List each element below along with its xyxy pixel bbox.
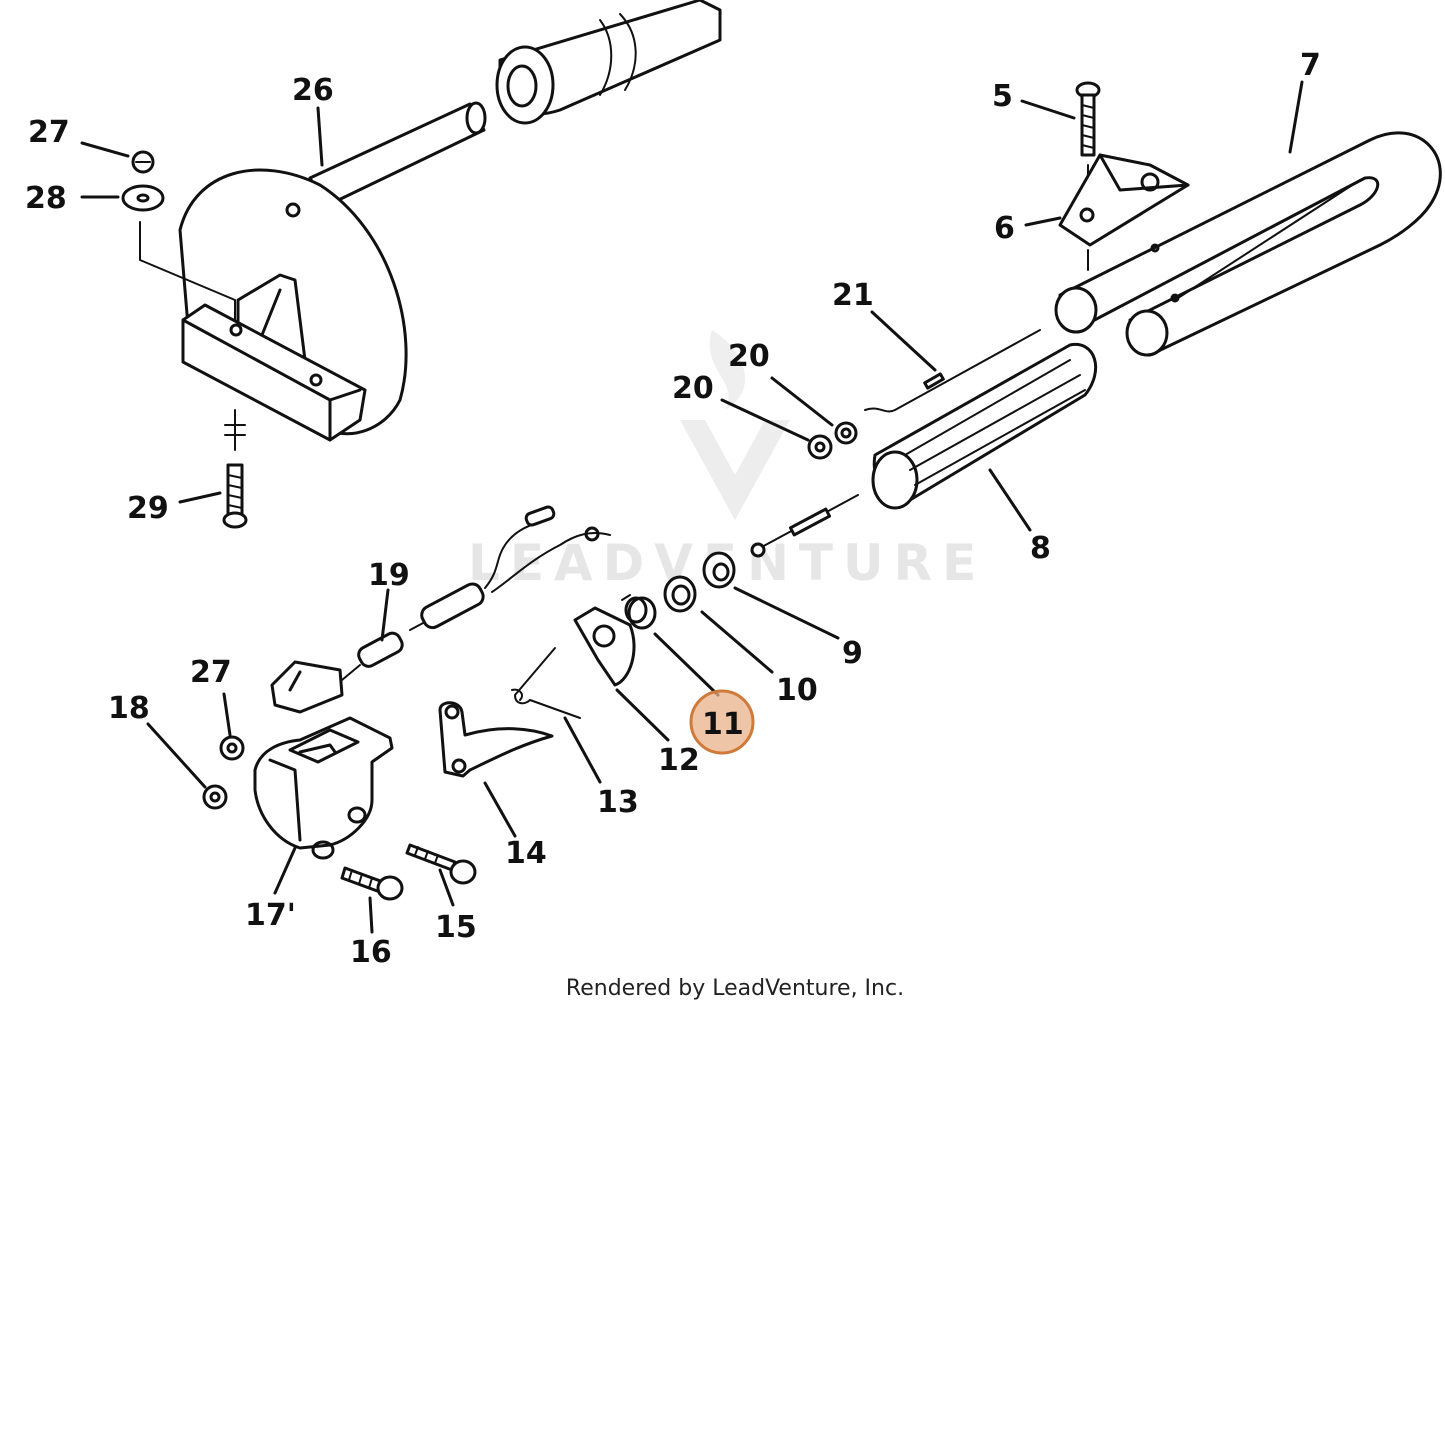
bracket-6 — [1058, 153, 1190, 271]
pin — [750, 494, 859, 558]
nut-18 — [202, 784, 228, 810]
disk-assembly — [139, 168, 408, 442]
part-labels: 26 27 28 29 5 6 7 21 20 20 8 9 10 11 12 … — [25, 48, 1321, 970]
handle-7 — [1054, 131, 1442, 357]
lever-12 — [573, 606, 636, 687]
nut-27-top — [131, 150, 155, 174]
washer-10 — [663, 575, 697, 613]
label-14[interactable]: 14 — [505, 836, 547, 871]
label-17[interactable]: 17' — [245, 898, 296, 933]
label-11[interactable]: 11 — [702, 707, 744, 742]
label-15[interactable]: 15 — [435, 910, 477, 945]
screw-16 — [340, 866, 404, 901]
spring-13 — [511, 647, 581, 719]
screw-15 — [405, 843, 477, 885]
leadventure-logo-icon — [680, 330, 790, 520]
label-7[interactable]: 7 — [1300, 48, 1321, 83]
spring-11 — [621, 594, 657, 630]
label-27-bottom[interactable]: 27 — [190, 655, 232, 690]
highlight-circle — [689, 689, 755, 755]
label-27-top[interactable]: 27 — [28, 115, 70, 150]
label-16[interactable]: 16 — [350, 935, 392, 970]
housing-17 — [253, 716, 394, 860]
label-20-lower[interactable]: 20 — [672, 371, 714, 406]
label-20-upper[interactable]: 20 — [728, 339, 770, 374]
screw-29 — [222, 409, 248, 529]
washer-28 — [121, 184, 165, 212]
credit-text: Rendered by LeadVenture, Inc. — [566, 976, 904, 1001]
washer-9 — [702, 551, 736, 589]
label-10[interactable]: 10 — [776, 673, 818, 708]
label-18[interactable]: 18 — [108, 691, 150, 726]
nut-20-b — [834, 421, 858, 445]
label-8[interactable]: 8 — [1030, 531, 1051, 566]
shaft-26 — [308, 101, 487, 208]
wire-harness-19 — [270, 505, 611, 714]
label-13[interactable]: 13 — [597, 785, 639, 820]
label-9[interactable]: 9 — [842, 636, 863, 671]
trigger-14 — [438, 701, 554, 778]
label-19[interactable]: 19 — [368, 558, 410, 593]
label-28[interactable]: 28 — [25, 181, 67, 216]
wire-21 — [864, 329, 1041, 413]
nut-27-bottom — [219, 735, 245, 761]
label-26[interactable]: 26 — [292, 73, 334, 108]
leader-lines — [80, 80, 1304, 934]
top-grip — [495, 0, 722, 125]
label-12[interactable]: 12 — [658, 743, 700, 778]
label-6[interactable]: 6 — [994, 211, 1015, 246]
grip-8 — [871, 343, 1098, 510]
label-29[interactable]: 29 — [127, 491, 169, 526]
nut-20-a — [807, 434, 833, 460]
label-21[interactable]: 21 — [832, 278, 874, 313]
label-5[interactable]: 5 — [992, 79, 1013, 114]
